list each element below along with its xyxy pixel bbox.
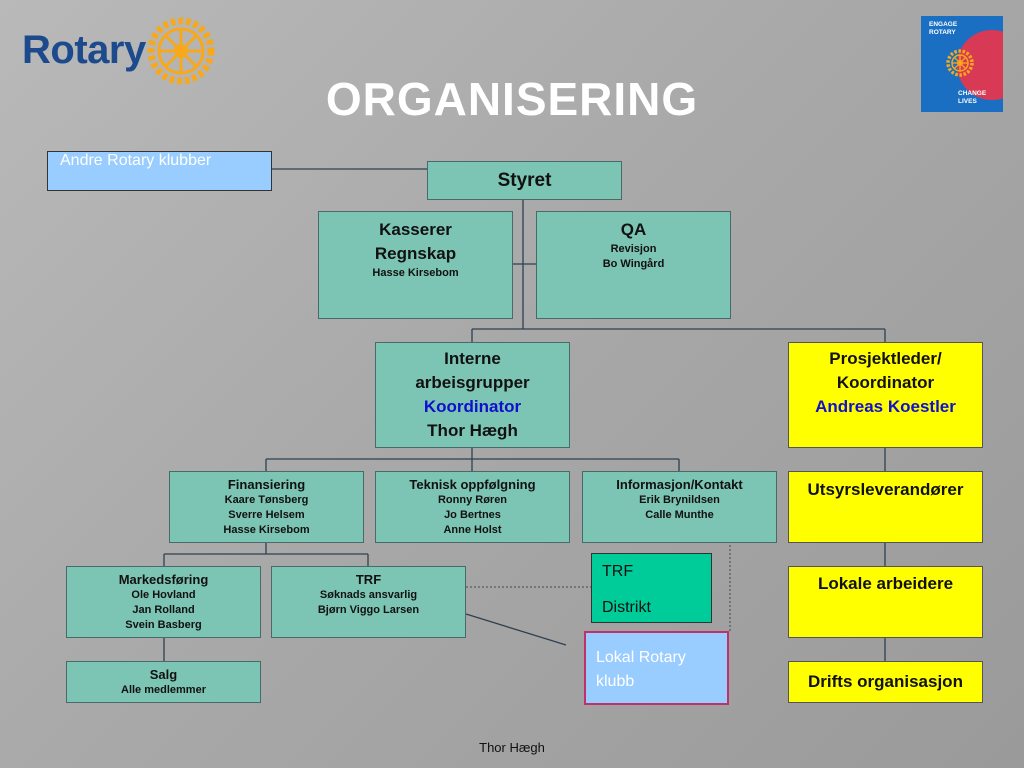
trf-person-2: Bjørn Viggo Larsen — [317, 604, 420, 616]
lokale-arbeidere-box: Lokale arbeidere — [788, 566, 983, 638]
salg-person: Alle medlemmer — [121, 684, 206, 696]
styret-box: Styret — [427, 161, 622, 200]
drifts-organisasjon-box: Drifts organisasjon — [788, 661, 983, 703]
rotary-wordmark: Rotary — [22, 28, 146, 72]
markedsforing-box: Markedsføring Ole Hovland Jan Rolland Sv… — [66, 566, 261, 638]
engage-rotary-badge: ENGAGE ROTARY CHANGE LIVES — [921, 16, 1003, 112]
utsyr-label: Utsyrsleverandører — [807, 480, 964, 499]
markedsforing-person-1: Ole Hovland — [131, 589, 196, 601]
qa-box: QA Revisjon Bo Wingård — [536, 211, 731, 319]
salg-box: Salg Alle medlemmer — [66, 661, 261, 703]
markedsforing-person-3: Svein Basberg — [125, 619, 202, 631]
teknisk-title: Teknisk oppfølgning — [409, 477, 536, 492]
badge-bottom-text: CHANGE LIVES — [958, 90, 987, 105]
finansiering-title: Finansiering — [227, 477, 306, 492]
informasjon-person-1: Erik Brynildsen — [639, 494, 720, 506]
footer-author: Thor Hægh — [479, 740, 545, 755]
finansiering-person-2: Sverre Helsem — [228, 509, 305, 521]
informasjon-person-2: Calle Munthe — [645, 509, 714, 521]
teknisk-person-1: Ronny Røren — [437, 494, 508, 506]
kasserer-person: Hasse Kirsebom — [372, 267, 459, 279]
kasserer-subtitle: Regnskap — [374, 244, 457, 263]
qa-title: QA — [620, 220, 647, 239]
trf-distrikt-line-1: TRF — [602, 563, 634, 580]
finansiering-person-3: Hasse Kirsebom — [223, 524, 310, 536]
interne-subtitle: arbeisgrupper — [415, 373, 530, 392]
lokale-label: Lokale arbeidere — [817, 574, 954, 593]
informasjon-box: Informasjon/Kontakt Erik Brynildsen Call… — [582, 471, 777, 543]
salg-title: Salg — [149, 667, 178, 682]
interne-title: Interne — [444, 349, 501, 368]
trf-box: TRF Søknads ansvarlig Bjørn Viggo Larsen — [271, 566, 466, 638]
finansiering-person-1: Kaare Tønsberg — [224, 494, 309, 506]
utsyrsleverandorer-box: Utsyrsleverandører — [788, 471, 983, 543]
trf-distrikt-line-2: Distrikt — [602, 599, 651, 616]
kasserer-box: Kasserer Regnskap Hasse Kirsebom — [318, 211, 513, 319]
badge-wheel-icon — [946, 49, 974, 77]
teknisk-box: Teknisk oppfølgning Ronny Røren Jo Bertn… — [375, 471, 570, 543]
connector-trf-lokal — [465, 613, 567, 646]
trf-person-1: Søknads ansvarlig — [319, 589, 418, 601]
markedsforing-title: Markedsføring — [118, 572, 209, 587]
badge-top-text: ENGAGE ROTARY — [929, 21, 958, 36]
lokal-rotary-klubb-box: Lokal Rotary klubb — [584, 631, 729, 705]
interne-person: Thor Hægh — [427, 421, 518, 440]
kasserer-title: Kasserer — [379, 220, 452, 239]
page-title: ORGANISERING — [325, 73, 699, 125]
interne-role: Koordinator — [423, 397, 522, 416]
prosjekt-title: Prosjektleder/ — [829, 349, 942, 368]
teknisk-person-2: Jo Bertnes — [444, 509, 501, 521]
qa-subtitle: Revisjon — [610, 243, 657, 255]
prosjektleder-box: Prosjektleder/ Koordinator Andreas Koest… — [788, 342, 983, 448]
prosjekt-subtitle: Koordinator — [836, 373, 935, 392]
qa-person: Bo Wingård — [602, 258, 665, 270]
andre-rotary-klubber-box: Andre Rotary klubber — [47, 151, 272, 191]
teknisk-person-3: Anne Holst — [443, 524, 502, 536]
markedsforing-person-2: Jan Rolland — [132, 604, 195, 616]
finansiering-box: Finansiering Kaare Tønsberg Sverre Helse… — [169, 471, 364, 543]
interne-arbeisgrupper-box: Interne arbeisgrupper Koordinator Thor H… — [375, 342, 570, 448]
trf-distrikt-box: TRF Distrikt — [591, 553, 712, 623]
styret-label: Styret — [497, 170, 552, 191]
prosjekt-person: Andreas Koestler — [815, 397, 956, 416]
informasjon-title: Informasjon/Kontakt — [616, 477, 743, 492]
rotary-wheel-icon — [147, 17, 215, 85]
drifts-label: Drifts organisasjon — [808, 672, 963, 691]
trf-title: TRF — [355, 572, 382, 587]
